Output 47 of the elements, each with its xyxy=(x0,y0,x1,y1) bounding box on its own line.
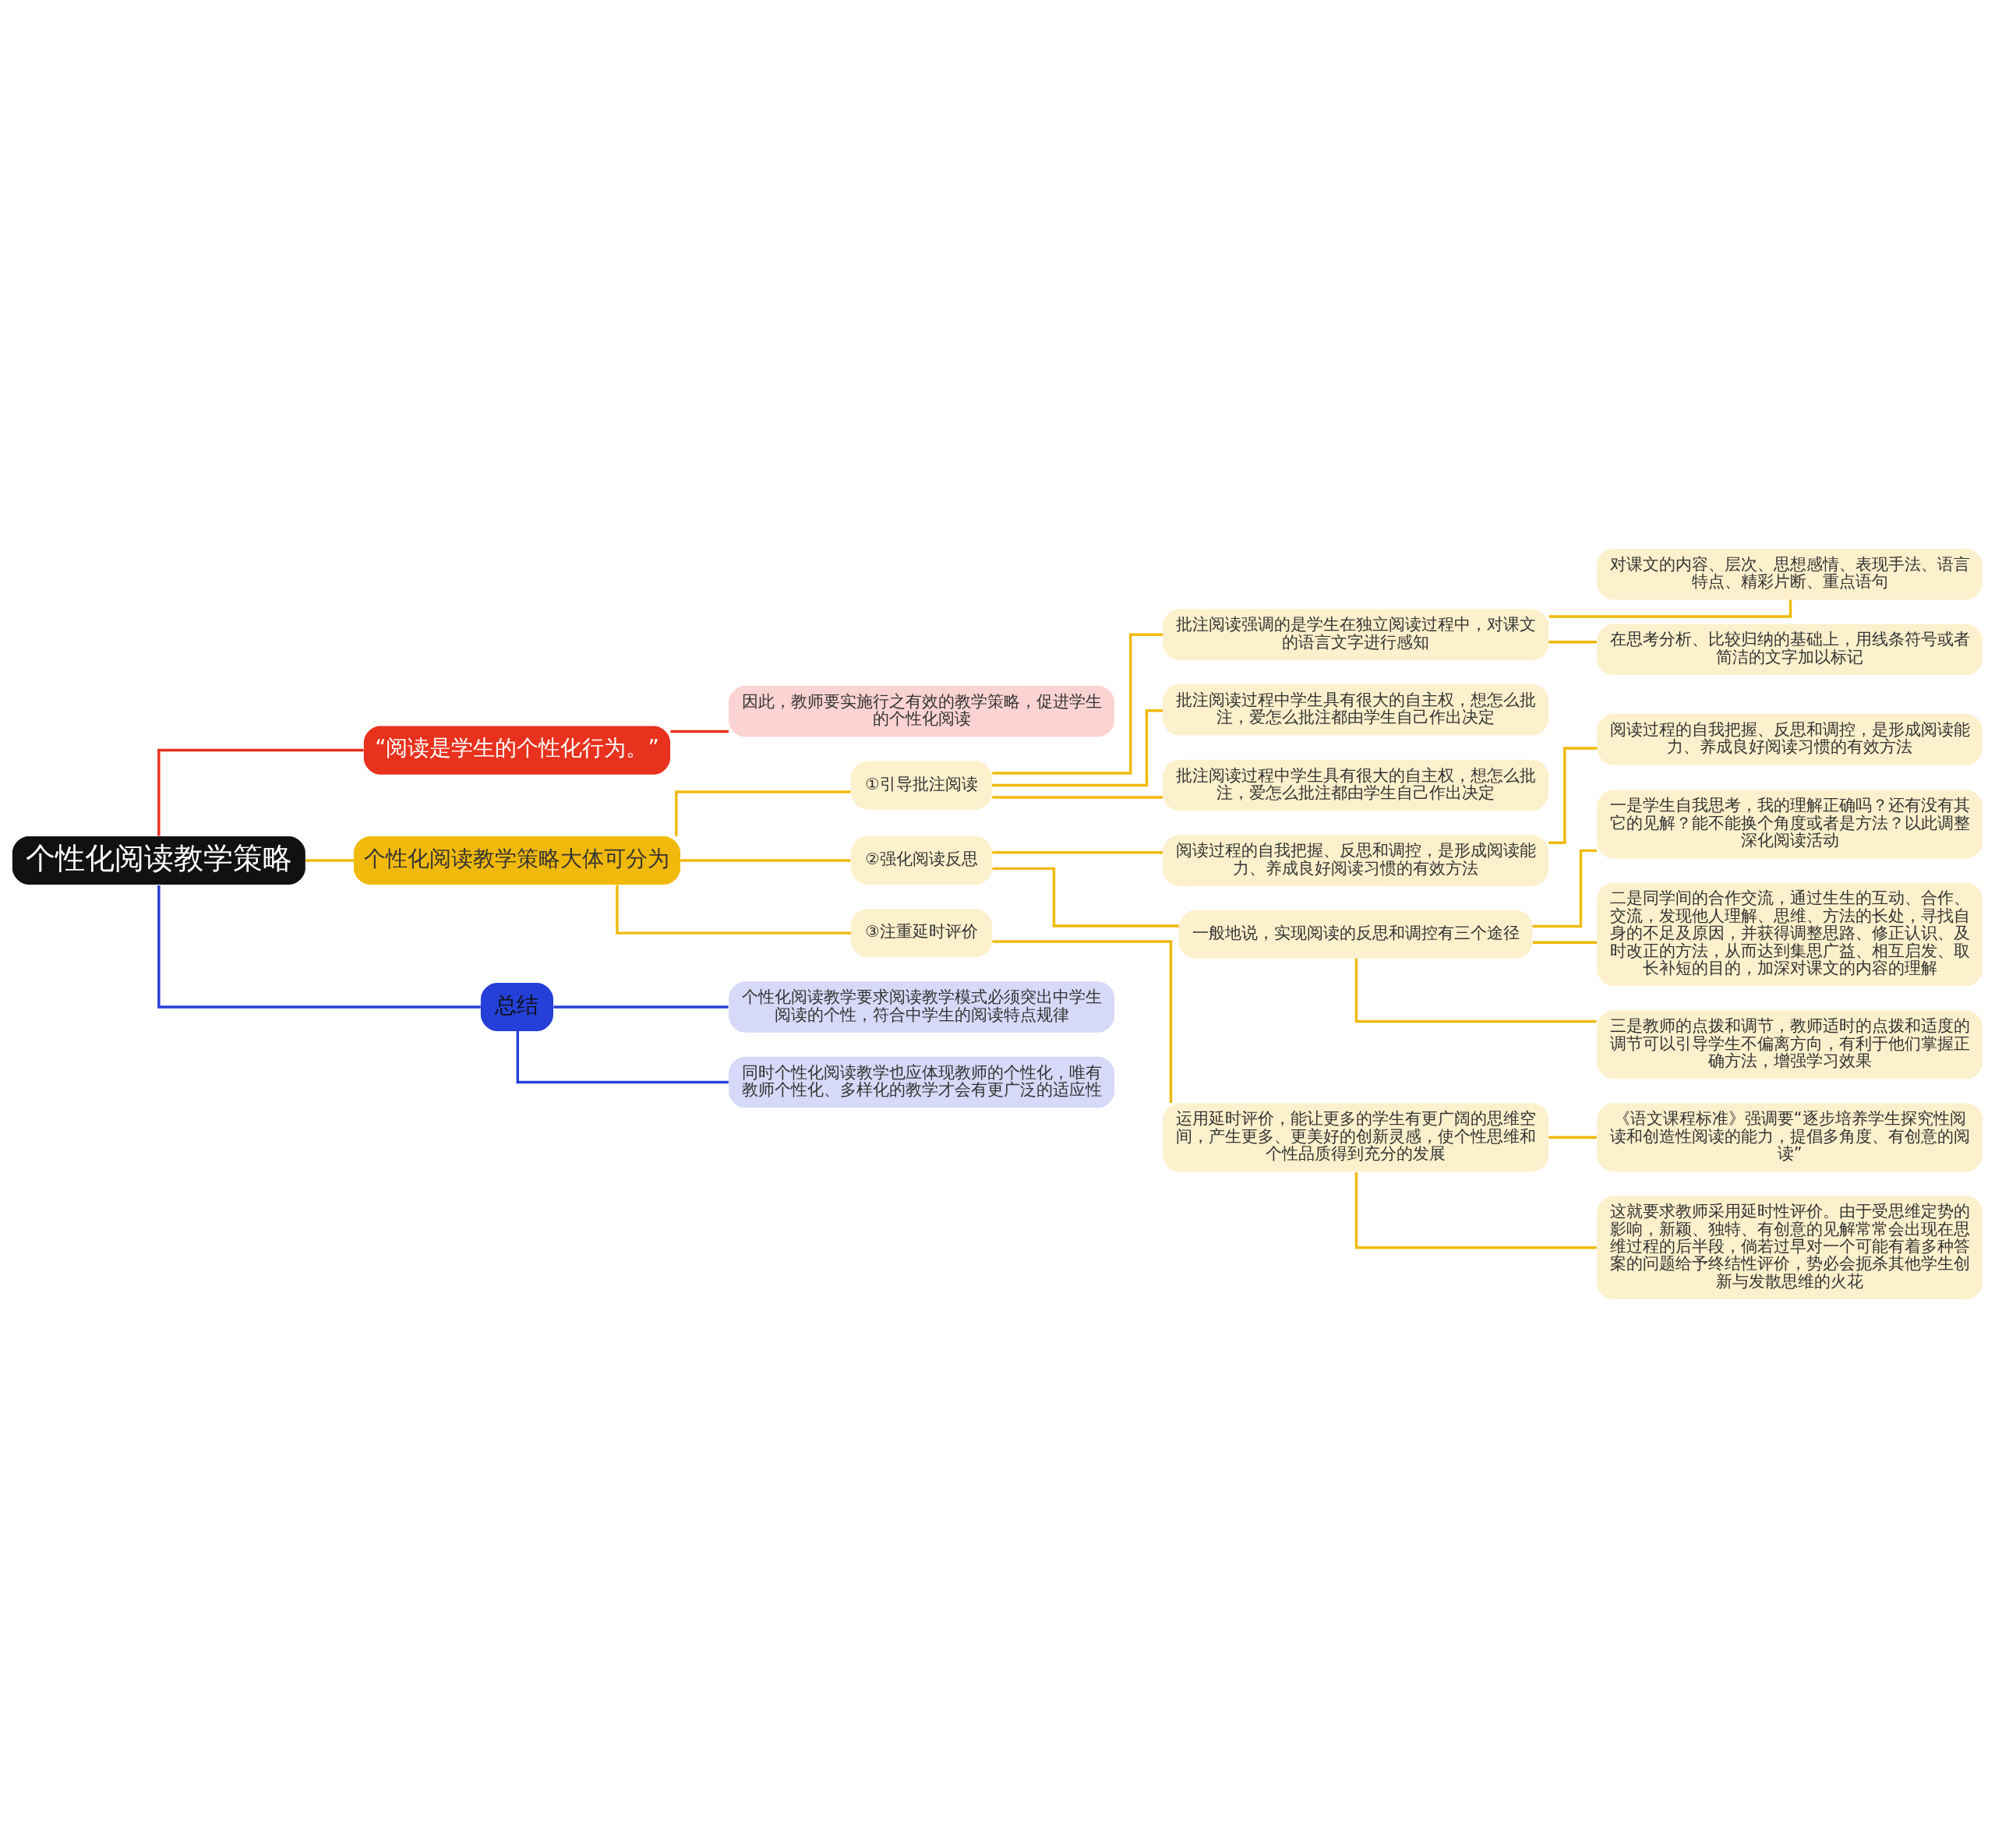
node-box: 运用延时评价，能让更多的学生有更广阔的思维空间，产生更多、更美好的创新灵感，使个性思维和个性品质得到充分的发展 xyxy=(1163,1103,1549,1172)
connector xyxy=(616,885,851,935)
node-box: 《语文课程标准》强调要“逐步培养学生探究性阅读和创造性阅读的能力，提倡多角度、有创意的阅读” xyxy=(1597,1103,1983,1172)
node-box: 批注阅读过程中学生具有很大的自主权，想怎么批注，爱怎么批注都由学生自己作出决定 xyxy=(1163,684,1549,736)
node-box: 个性化阅读教学要求阅读教学模式必须突出中学生阅读的个性，符合中学生的阅读特点规律 xyxy=(729,981,1115,1033)
node-box: ②强化阅读反思 xyxy=(851,836,993,885)
node-box: 三是教师的点拨和调节，教师适时的点拨和适度的调节可以引导学生不偏离方向，有利于他们掌握正确方法，增强学习效果 xyxy=(1597,1010,1983,1079)
node-box: 二是同学间的合作交流，通过生生的互动、合作、交流，发现他人理解、思维、方法的长处，寻找自身的不足及原因，并获得调整思路、修正认识、及时改正的方法，从而达到集思广益、相互启发、取长补短的目的，加深对课文的内容的理解 xyxy=(1597,882,1983,987)
connector xyxy=(1354,959,1597,1023)
connector xyxy=(1532,849,1598,928)
node-box: ①引导批注阅读 xyxy=(851,761,993,810)
connector xyxy=(1548,641,1597,644)
connector xyxy=(553,1005,729,1009)
node-box: 阅读过程的自我把握、反思和调控，是形成阅读能力、养成良好阅读习惯的有效方法 xyxy=(1163,835,1549,886)
connector xyxy=(516,1031,729,1084)
node-box: 批注阅读过程中学生具有很大的自主权，想怎么批注，爱怎么批注都由学生自己作出决定 xyxy=(1163,759,1549,811)
node-box: 因此，教师要实施行之有效的教学策略，促进学生的个性化阅读 xyxy=(729,685,1115,737)
connector xyxy=(670,730,729,733)
node-box: 总结 xyxy=(480,982,553,1032)
connector xyxy=(1548,1136,1597,1139)
connector xyxy=(992,709,1163,787)
node-box: 个性化阅读教学策略大体可分为 xyxy=(353,836,680,885)
node-box: 一是学生自我思考，我的理解正确吗？还有没有其它的见解？能不能换个角度或者是方法？以此调整深化阅读活动 xyxy=(1597,790,1983,859)
connector xyxy=(157,748,364,836)
node-box: 个性化阅读教学策略 xyxy=(12,836,305,885)
node-box: 这就要求教师采用延时性评价。由于受思维定势的影响，新颖、独特、有创意的见解常常会出现在思维过程的后半段，倘若过早对一个可能有着多种答案的问题给予终结性评价，势必会扼杀其他学生创新与发散思维的火花 xyxy=(1597,1196,1983,1300)
connector xyxy=(675,790,851,836)
connector xyxy=(992,633,1163,775)
connector xyxy=(305,859,354,862)
node-box: 批注阅读强调的是学生在独立阅读过程中，对课文的语言文字进行感知 xyxy=(1163,609,1549,661)
connector xyxy=(992,796,1163,799)
node-box: ③注重延时评价 xyxy=(851,909,993,958)
connector xyxy=(680,859,851,862)
connector xyxy=(1548,747,1598,845)
connector xyxy=(1533,941,1598,944)
connector xyxy=(992,867,1179,928)
node-box: 在思考分析、比较归纳的基础上，用线条符号或者简洁的文字加以标记 xyxy=(1597,624,1983,675)
node-box: “阅读是学生的个性化行为。” xyxy=(363,726,671,775)
node-box: 对课文的内容、层次、思想感情、表现手法、语言特点、精彩片断、重点语句 xyxy=(1597,548,1983,600)
connector xyxy=(1354,1172,1597,1249)
node-box: 同时个性化阅读教学也应体现教师的个性化，唯有教师个性化、多样化的教学才会有更广泛的适应性 xyxy=(729,1056,1115,1108)
connector xyxy=(992,850,1163,854)
connector xyxy=(1548,599,1792,618)
node-box: 一般地说，实现阅读的反思和调控有三个途径 xyxy=(1178,910,1533,959)
connector xyxy=(992,940,1173,1103)
connector xyxy=(157,885,481,1009)
node-box: 阅读过程的自我把握、反思和调控，是形成阅读能力、养成良好阅读习惯的有效方法 xyxy=(1597,714,1983,765)
